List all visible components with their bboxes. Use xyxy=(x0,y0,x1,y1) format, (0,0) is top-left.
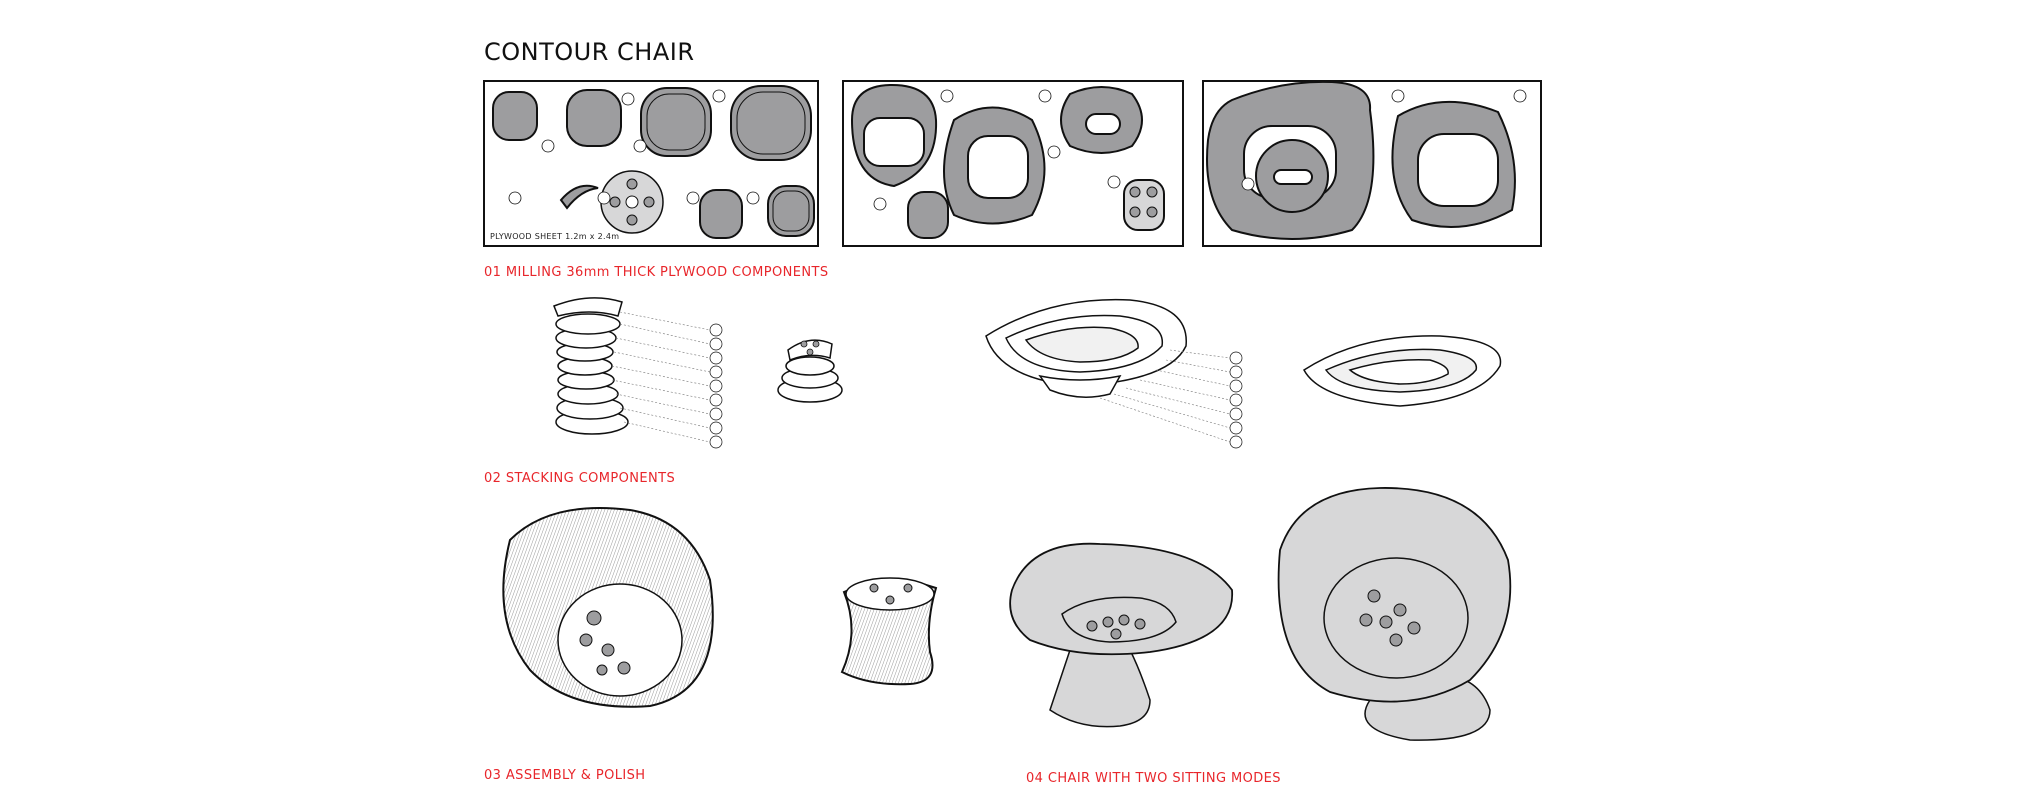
chair-mode-1 xyxy=(1009,542,1233,728)
chair-mode-2 xyxy=(1277,487,1512,741)
caption-milling: 01 MILLING 36mm THICK PLYWOOD COMPONENTS xyxy=(484,265,829,280)
caption-modes: 04 CHAIR WITH TWO SITTING MODES xyxy=(1026,771,1281,786)
part-blank xyxy=(640,87,712,157)
caption-assembly: 03 ASSEMBLY & POLISH xyxy=(484,768,646,783)
stacked-seat-assembled xyxy=(1303,335,1502,407)
caption-stacking: 02 STACKING COMPONENTS xyxy=(484,471,676,486)
part-blank xyxy=(566,89,622,147)
part-crescent xyxy=(559,184,599,210)
assembled-chair-hatched xyxy=(502,507,714,708)
assembled-base-hatched xyxy=(840,577,938,686)
part-blank xyxy=(907,191,949,239)
stacked-base xyxy=(553,297,723,449)
panel-2-parts xyxy=(850,83,1165,239)
panel-1-parts xyxy=(492,85,815,239)
stacked-seat xyxy=(985,298,1243,449)
part-blank xyxy=(767,185,815,237)
part-block xyxy=(1123,179,1165,231)
panel-3-parts xyxy=(1206,80,1527,240)
part-blank xyxy=(730,85,812,161)
part-blank xyxy=(492,91,538,141)
base-top xyxy=(553,297,623,317)
page-title: CONTOUR CHAIR xyxy=(484,38,695,66)
stacked-base-assembled xyxy=(777,339,843,403)
sheet-label: PLYWOOD SHEET 1.2m x 2.4m xyxy=(490,232,620,241)
part-blank xyxy=(699,189,743,239)
